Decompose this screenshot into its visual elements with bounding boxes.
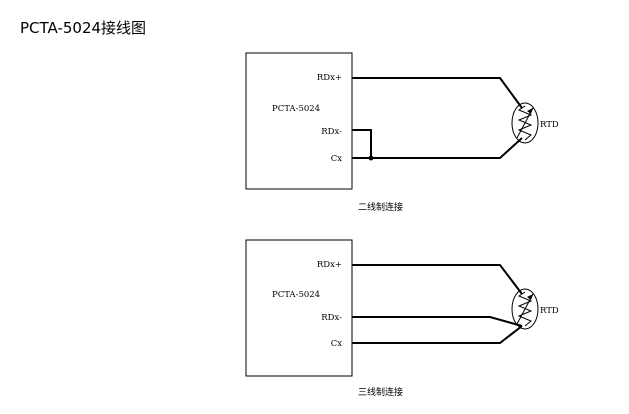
caption: 三线制连接 [358,386,403,398]
module-label: PCTA-5024 [272,290,320,300]
wire-cx [352,325,523,344]
terminal-rdx-minus: RDx- [321,127,342,137]
wire-rdx-minus [352,316,523,327]
jumper-rdx-minus-cx [352,129,372,158]
wire-rdx-plus [352,264,523,295]
module-box [245,239,353,377]
terminal-rdx-minus: RDx- [321,313,342,323]
terminal-cx: Cx [331,154,343,164]
terminal-rdx-plus: RDx+ [317,73,342,83]
terminal-cx: Cx [331,339,343,349]
wire-cx [352,137,523,159]
wire-rdx-plus [352,77,523,109]
module-label: PCTA-5024 [272,104,320,114]
module-box [245,52,353,190]
rtd-label: RTD [540,120,559,130]
page-title: PCTA-5024接线图 [20,19,147,37]
junction-dot [368,155,374,161]
terminal-rdx-plus: RDx+ [317,260,342,270]
three-wire-diagram: PCTA-5024 RDx+ RDx- Cx RTD 三线制连接 [245,239,559,398]
two-wire-diagram: PCTA-5024 RDx+ RDx- Cx RTD 二线制连接 [245,52,559,213]
rtd-label: RTD [540,306,559,316]
rtd-sensor [511,102,539,144]
rtd-sensor [511,288,539,330]
caption: 二线制连接 [358,201,403,213]
